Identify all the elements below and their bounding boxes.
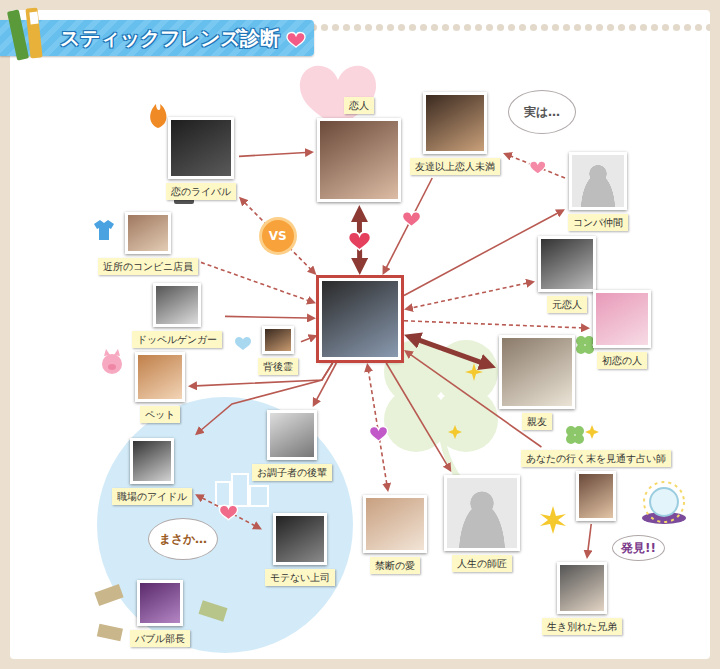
name-note: モテない上司 — [265, 569, 335, 586]
name-note: 背後霊 — [258, 358, 298, 375]
speech-bubble: 発見!! — [612, 535, 665, 561]
name-note: 近所のコンビニ店員 — [98, 258, 198, 275]
name-note: 恋人 — [344, 97, 374, 114]
photo-frame — [538, 236, 596, 292]
photo-frame — [557, 562, 607, 614]
relation-arrow — [368, 371, 386, 484]
name-note: 禁断の愛 — [370, 557, 420, 574]
photo-frame — [593, 290, 651, 348]
friend-node: 親友 — [499, 335, 575, 430]
clover-illustration — [384, 340, 498, 490]
friend-node: 生き別れた兄弟 — [542, 562, 622, 635]
name-note: あなたの行く末を見通す占い師 — [521, 450, 671, 467]
name-note: ドッペルゲンガー — [132, 331, 222, 348]
photo-frame — [125, 212, 171, 254]
friend-node: ペット — [135, 352, 185, 423]
friend-node: お調子者の後輩 — [252, 410, 332, 481]
photo-frame — [137, 580, 183, 626]
blue-heart — [235, 337, 251, 350]
friend-node: 恋人 — [317, 97, 401, 202]
center-node — [319, 278, 401, 360]
heart-badge — [220, 505, 238, 520]
relation-arrow — [412, 283, 527, 308]
relation-arrow — [386, 363, 447, 465]
dot-row — [282, 20, 710, 31]
photo-frame — [576, 471, 616, 521]
speech-bubble: まさか… — [148, 518, 218, 560]
friend-node: 禁断の愛 — [363, 495, 427, 574]
flame-icon — [150, 104, 166, 128]
photo-frame — [444, 475, 520, 551]
relation-arrow — [245, 203, 311, 270]
photo-frame — [317, 118, 401, 202]
friend-node: あなたの行く末を見通す占い師 — [521, 450, 671, 521]
relation-arrow — [404, 321, 582, 328]
friend-node: 人生の師匠 — [444, 475, 520, 572]
title-text: スティックフレンズ診断 — [60, 25, 280, 52]
strong-arrow — [418, 340, 481, 363]
relation-arrow — [225, 316, 308, 318]
name-note: 人生の師匠 — [452, 555, 512, 572]
relation-arrow — [588, 524, 591, 551]
name-note: 職場のアイドル — [112, 488, 192, 505]
photo-frame — [130, 438, 174, 484]
relation-arrow — [201, 262, 308, 300]
name-note: 恋のライバル — [166, 183, 236, 200]
photo-frame — [423, 92, 487, 154]
vs-badge: VS — [262, 220, 294, 252]
heart-badge — [370, 427, 388, 442]
title-heart — [286, 30, 306, 48]
friend-node: モテない上司 — [265, 513, 335, 586]
name-note: 生き別れた兄弟 — [542, 618, 622, 635]
photo-frame — [499, 335, 575, 409]
title-banner: スティックフレンズ診断 — [0, 20, 314, 56]
stick-icon — [4, 4, 58, 66]
friend-node: コンパ仲間 — [568, 152, 628, 231]
pig-icon — [102, 349, 122, 374]
relation-arrow — [511, 156, 565, 178]
photo-frame — [569, 152, 627, 210]
friend-node: 元恋人 — [538, 236, 596, 313]
friend-node: 近所のコンビニ店員 — [98, 212, 198, 275]
friend-node: 初恋の人 — [593, 290, 651, 369]
heart-badge — [530, 161, 546, 174]
heart-badge — [403, 212, 421, 227]
friend-node: バブル部長 — [130, 580, 190, 647]
name-note: 初恋の人 — [597, 352, 647, 369]
speech-bubble: 実は… — [508, 90, 576, 134]
friend-node: ドッペルゲンガー — [132, 283, 222, 348]
photo-frame — [135, 352, 185, 402]
name-note: 元恋人 — [547, 296, 587, 313]
friend-node: 恋のライバル — [166, 117, 236, 200]
white-panel — [10, 10, 710, 659]
name-note: お調子者の後輩 — [252, 464, 332, 481]
relation-arrow — [202, 498, 255, 526]
photo-frame — [273, 513, 327, 565]
heart-badge — [349, 232, 371, 250]
relation-arrow — [239, 153, 306, 157]
shirt-icon — [94, 220, 114, 240]
photo-frame — [153, 283, 201, 327]
photo-frame — [267, 410, 317, 460]
friend-node: 背後霊 — [258, 326, 298, 375]
photo-frame — [363, 495, 427, 553]
photo-frame — [168, 117, 234, 179]
photo-frame — [319, 278, 401, 360]
relation-arrow — [301, 338, 310, 341]
name-note: ペット — [140, 406, 180, 423]
office-circle — [97, 397, 353, 653]
name-note: コンパ仲間 — [568, 214, 628, 231]
photo-frame — [262, 326, 294, 354]
relation-arrow — [404, 213, 558, 295]
friend-node: 職場のアイドル — [112, 438, 192, 505]
name-note: 友達以上恋人未満 — [410, 158, 500, 175]
friend-node: 友達以上恋人未満 — [410, 92, 500, 175]
name-note: 親友 — [522, 413, 552, 430]
crystal-ball — [642, 482, 686, 524]
name-note: バブル部長 — [130, 630, 190, 647]
